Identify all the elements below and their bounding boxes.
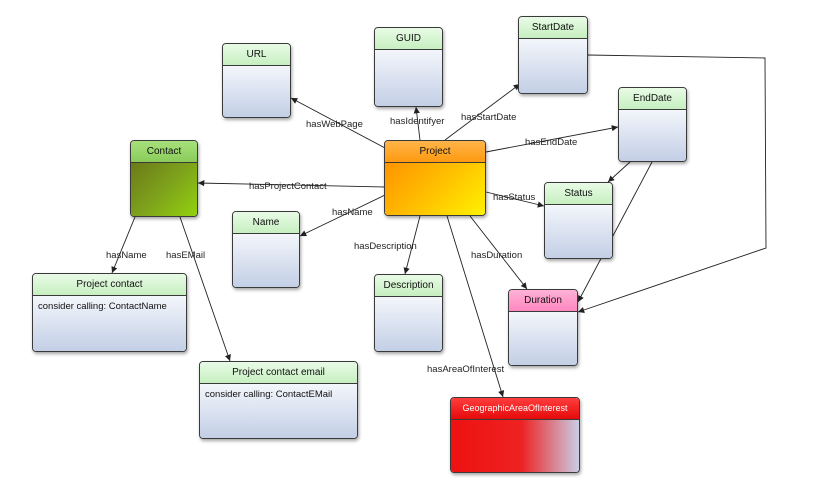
project-contact-email-node[interactable]: Project contact email consider calling: … (199, 361, 358, 439)
duration-node-body (509, 312, 577, 365)
edge-hasareaofinterest (446, 215, 505, 398)
status-node-title: Status (545, 183, 612, 205)
edge-label-hasduration: hasDuration (471, 250, 522, 261)
edge-hasduration (469, 215, 528, 290)
edge-label-contact-hasname: hasName (106, 250, 147, 261)
guid-node[interactable]: GUID (374, 27, 443, 107)
status-node-body (545, 205, 612, 258)
url-node[interactable]: URL (222, 43, 291, 118)
contact-node-title: Contact (131, 141, 197, 163)
startdate-node[interactable]: StartDate (518, 16, 588, 94)
project-node-title: Project (385, 141, 485, 163)
edge-hasenddate (485, 125, 619, 153)
geographic-area-node[interactable]: GeographicAreaOfInterest (450, 397, 580, 473)
guid-node-title: GUID (375, 28, 442, 50)
edge-label-hasidentifyer: hasIdentifyer (390, 116, 444, 127)
edge-label-hasstartdate: hasStartDate (461, 112, 516, 123)
edge-contact-hasname (111, 216, 136, 274)
edge-label-hasstatus: hasStatus (493, 192, 535, 203)
startdate-node-body (519, 39, 587, 93)
name-node[interactable]: Name (232, 211, 300, 288)
geographic-area-node-body (451, 420, 579, 472)
edge-hasidentifyer (413, 106, 421, 141)
edge-hasname (299, 194, 386, 237)
status-node[interactable]: Status (544, 182, 613, 259)
edge-label-hasdescription: hasDescription (354, 241, 417, 252)
name-node-title: Name (233, 212, 299, 234)
project-contact-node-note: consider calling: ContactName (33, 296, 186, 351)
edge-contact-hasemail (179, 216, 231, 362)
enddate-node-body (619, 110, 686, 161)
guid-node-body (375, 50, 442, 106)
edge-label-hasareaofinterest: hasAreaOfInterest (427, 364, 504, 375)
contact-node-body (131, 163, 197, 216)
project-contact-node[interactable]: Project contact consider calling: Contac… (32, 273, 187, 352)
edge-label-contact-hasemail: hasEMail (166, 250, 205, 261)
geographic-area-node-title: GeographicAreaOfInterest (451, 398, 579, 420)
project-node-body (385, 163, 485, 215)
edge-label-hasname: hasName (332, 207, 373, 218)
description-node-title: Description (375, 275, 442, 297)
startdate-node-title: StartDate (519, 17, 587, 39)
project-contact-email-node-note: consider calling: ContactEMail (200, 384, 357, 438)
edge-hasstartdate (444, 83, 521, 141)
url-node-body (223, 66, 290, 117)
edge-hasdescription (403, 215, 421, 275)
enddate-node[interactable]: EndDate (618, 87, 687, 162)
description-node[interactable]: Description (374, 274, 443, 352)
description-node-body (375, 297, 442, 351)
enddate-node-title: EndDate (619, 88, 686, 110)
project-contact-node-title: Project contact (33, 274, 186, 296)
contact-node[interactable]: Contact (130, 140, 198, 217)
duration-node-title: Duration (509, 290, 577, 312)
edge-enddate-status (607, 161, 631, 183)
url-node-title: URL (223, 44, 290, 66)
edge-label-hasprojectcontact: hasProjectContact (249, 181, 327, 192)
duration-node[interactable]: Duration (508, 289, 578, 366)
edge-haswebpage (290, 97, 386, 149)
edge-hasprojectcontact (197, 179, 386, 188)
edge-hasstatus (485, 191, 545, 208)
project-node[interactable]: Project (384, 140, 486, 216)
name-node-body (233, 234, 299, 287)
edge-label-hasenddate: hasEndDate (525, 137, 577, 148)
project-contact-email-node-title: Project contact email (200, 362, 357, 384)
edge-label-haswebpage: hasWebPage (306, 119, 363, 130)
